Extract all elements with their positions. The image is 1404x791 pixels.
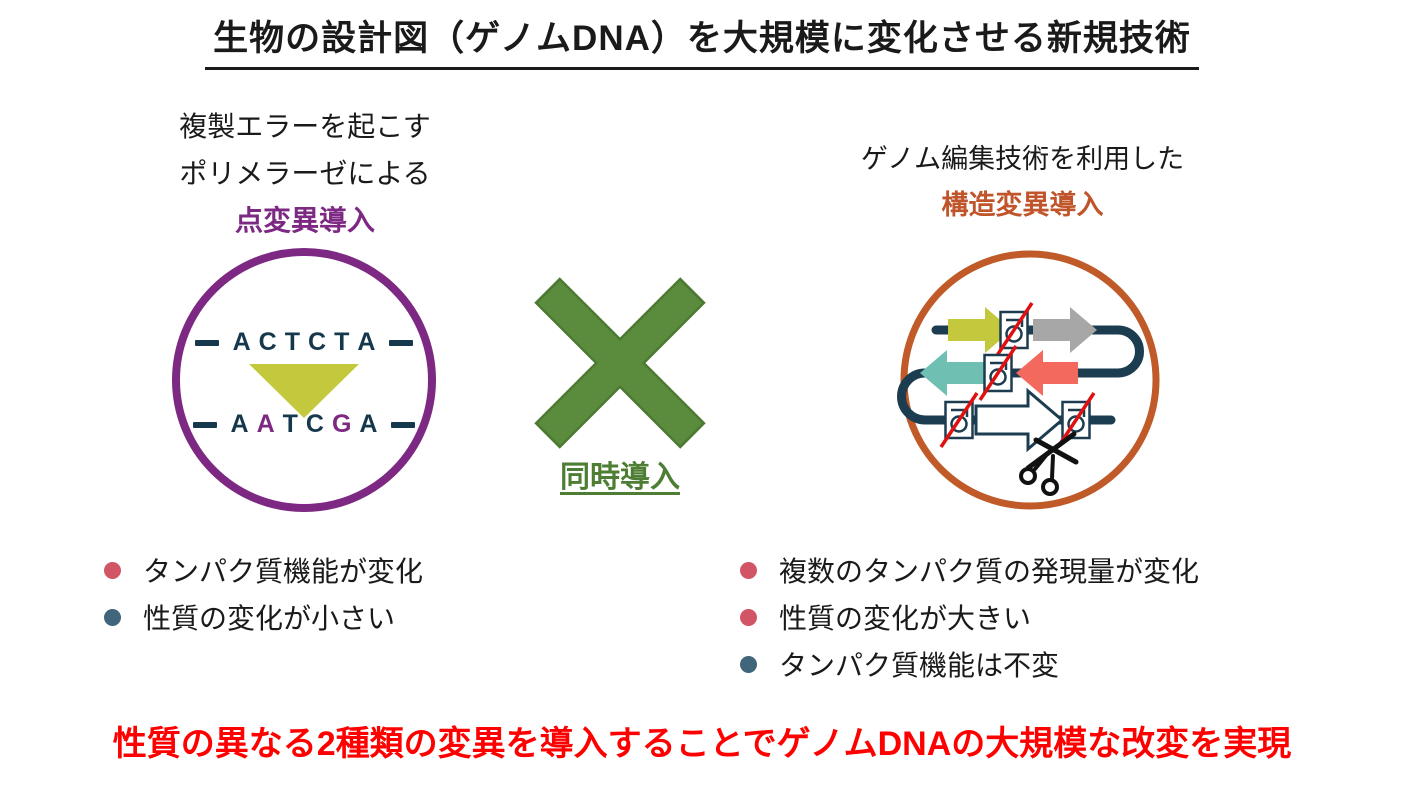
bullet-dot — [740, 608, 757, 626]
bullet-dot — [740, 655, 757, 673]
base-letter: A — [232, 328, 251, 356]
base-letter: A — [359, 410, 378, 438]
list-item: タンパク質機能が変化 — [104, 550, 423, 590]
page-title: 生物の設計図（ゲノムDNA）を大規模に変化させる新規技術 — [205, 10, 1199, 70]
cut-site-box — [978, 345, 1018, 401]
left-bullet-list: タンパク質機能が変化 性質の変化が小さい — [104, 550, 423, 644]
cut-site-box — [994, 302, 1034, 358]
base-letter: T — [284, 328, 300, 356]
cross-multiply-icon — [534, 277, 706, 449]
red-slash — [1056, 392, 1096, 448]
bullet-dot — [104, 561, 121, 579]
bullet-text: 性質の変化が大きい — [779, 603, 1032, 634]
left-heading-line1: 複製エラーを起こす — [179, 111, 431, 142]
bullet-text: タンパク質機能が変化 — [143, 556, 424, 587]
dna-dash-right — [391, 421, 416, 428]
mutation-triangle-icon — [249, 364, 359, 418]
dna-dash-left — [192, 421, 217, 428]
list-item: 性質の変化が小さい — [104, 597, 423, 637]
base-letter-mutated: G — [331, 410, 352, 438]
list-item: 複数のタンパク質の発現量が変化 — [740, 550, 1199, 590]
bullet-text: 複数のタンパク質の発現量が変化 — [779, 556, 1200, 587]
left-heading-emphasis: 点変異導入 — [234, 205, 375, 236]
gene-arrow-yellow — [948, 307, 1012, 353]
bullet-text: タンパク質機能は不変 — [779, 650, 1060, 681]
gene-arrow-red — [1016, 350, 1078, 396]
base-letter: T — [282, 410, 298, 438]
dna-dash-right — [389, 339, 414, 346]
structural-variation-circle — [897, 250, 1160, 510]
list-item: 性質の変化が大きい — [740, 597, 1199, 637]
right-bullet-list: 複数のタンパク質の発現量が変化 性質の変化が大きい タンパク質機能は不変 — [740, 550, 1199, 691]
base-letter: A — [357, 328, 376, 356]
dna-sequence-bottom: A A T C G A — [180, 410, 428, 439]
dna-sequence-top: A C T C T A — [180, 328, 428, 357]
bullet-text: 性質の変化が小さい — [143, 603, 396, 634]
red-slash — [978, 345, 1018, 401]
base-letter: T — [334, 328, 350, 356]
right-heading-emphasis: 構造変異導入 — [941, 190, 1104, 220]
bullet-dot — [104, 608, 121, 626]
red-slash — [994, 302, 1034, 358]
right-heading: ゲノム編集技術を利用した 構造変異導入 — [795, 136, 1250, 228]
base-letter: C — [308, 328, 327, 356]
bullet-dot — [740, 561, 757, 579]
red-slash — [939, 392, 979, 448]
gene-arrow-white — [974, 387, 1065, 453]
cut-site-box — [1056, 392, 1096, 448]
gene-arrow-teal — [920, 350, 984, 396]
conclusion-text: 性質の異なる2種類の変異を導入することでゲノムDNAの大規模な改変を実現 — [112, 725, 1292, 763]
dna-dash-left — [194, 339, 219, 346]
title-wrap: 生物の設計図（ゲノムDNA）を大規模に変化させる新規技術 — [0, 10, 1404, 70]
cut-site-box — [939, 392, 979, 448]
left-heading-line2: ポリメラーゼによる — [179, 158, 431, 189]
base-letter: C — [305, 410, 324, 438]
base-letter-mutated: A — [256, 410, 275, 438]
point-mutation-circle: A C T C T A A A T C G A — [172, 248, 436, 512]
right-heading-line1: ゲノム編集技術を利用した — [860, 144, 1185, 174]
base-letter: C — [258, 328, 277, 356]
scissors-icon — [1019, 431, 1079, 496]
list-item: タンパク質機能は不変 — [740, 644, 1199, 684]
gene-arrow-gray — [1033, 307, 1097, 353]
left-heading: 複製エラーを起こす ポリメラーゼによる 点変異導入 — [118, 103, 492, 244]
base-letter: A — [230, 410, 249, 438]
simultaneous-label: 同時導入 — [560, 461, 680, 494]
